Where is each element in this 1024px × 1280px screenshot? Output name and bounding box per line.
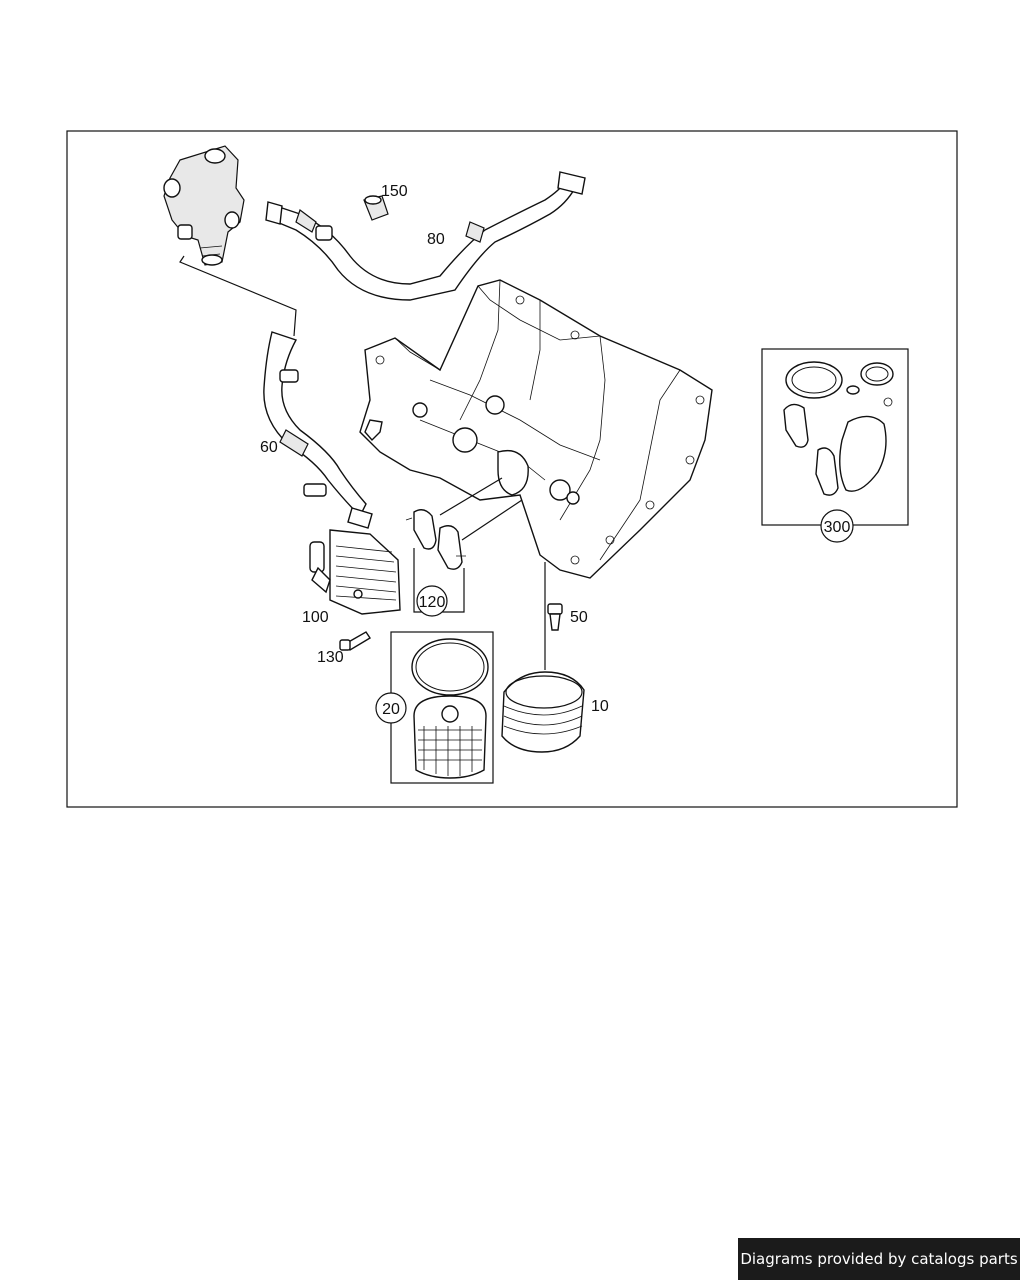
callout-20: 20 [382,701,400,718]
clip-150 [363,195,389,221]
callout-10: 10 [591,698,609,715]
callout-300: 300 [824,519,851,536]
attribution-footer: Diagrams provided by catalogs parts [738,1238,1020,1280]
bolt-130 [339,631,371,651]
diagram-frame [66,130,958,808]
callout-120: 120 [419,594,446,611]
engine-block [359,279,713,579]
callout-80: 80 [427,231,445,248]
gasket-kit-300 [761,348,909,526]
gasket-120 [405,509,466,570]
callout-130: 130 [317,649,344,666]
callout-20-circle: 20 [375,692,407,724]
hose-60 [263,331,373,529]
thermostat-housing [163,145,245,266]
hose-80 [265,171,586,301]
callout-300-circle: 300 [820,509,854,543]
callout-120-circle: 120 [416,585,448,617]
callout-100: 100 [302,609,329,626]
plug-50 [547,603,563,631]
callout-60: 60 [260,439,278,456]
attribution-text: Diagrams provided by catalogs parts [740,1250,1018,1268]
callout-50: 50 [570,609,588,626]
callout-150: 150 [381,183,408,200]
oil-cooler-100 [309,529,401,615]
oil-filter-20 [390,631,494,784]
filter-cap-10 [501,671,585,753]
